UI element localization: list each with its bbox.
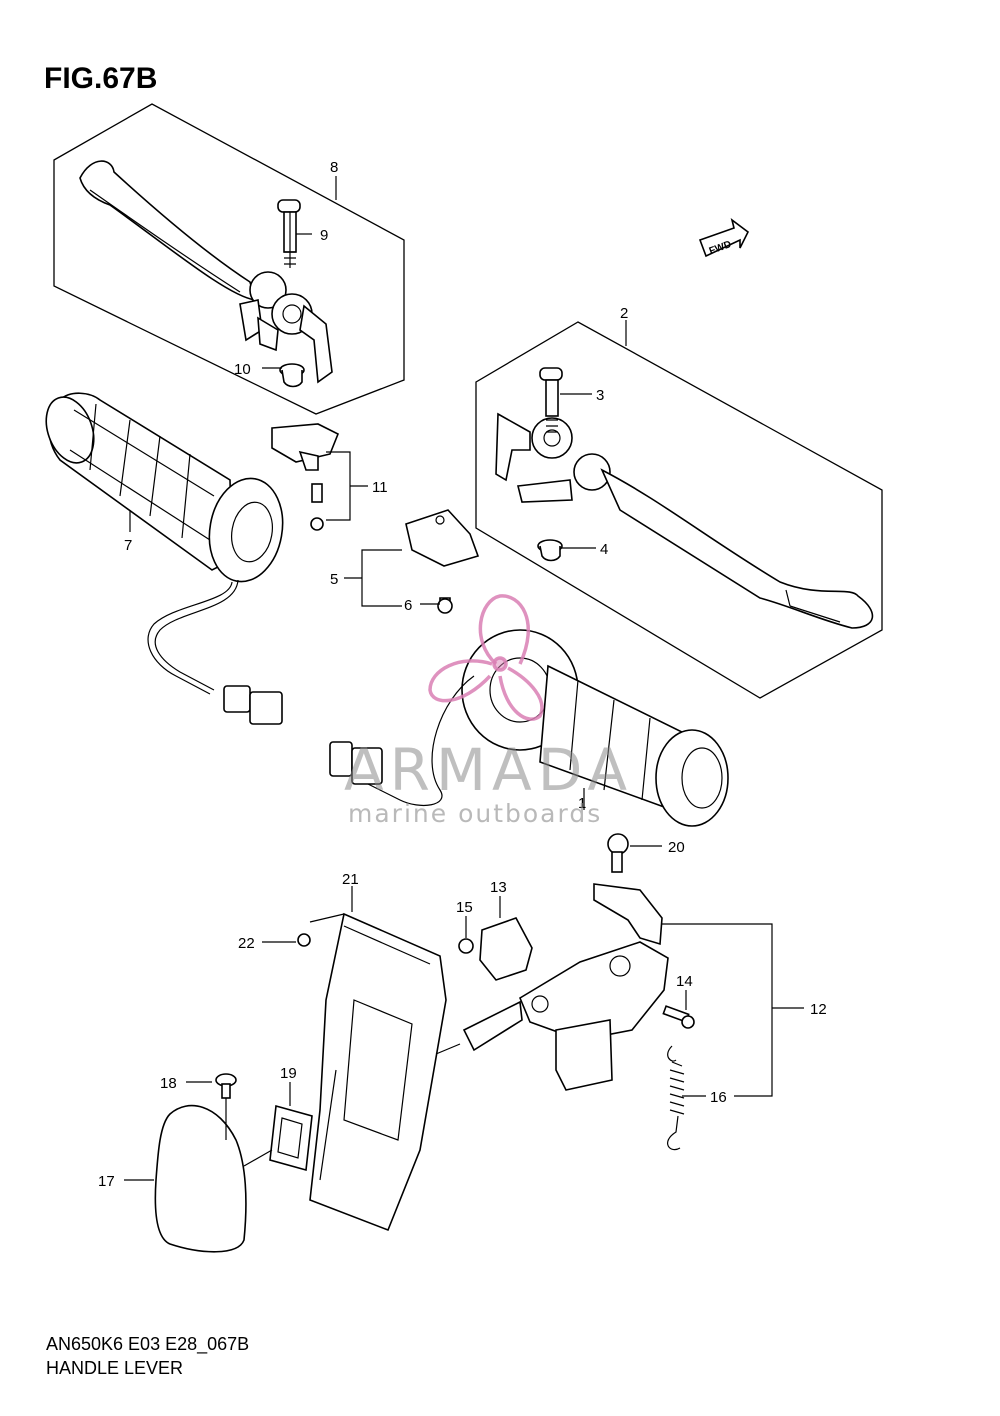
fwd-arrow-icon: FWD [698, 218, 750, 257]
callout-13: 13 [490, 879, 507, 896]
callout-6: 6 [404, 597, 412, 614]
grommet-19 [269, 1104, 313, 1172]
callout-8: 8 [330, 159, 338, 176]
callout-22: 22 [238, 935, 255, 952]
callout-1: 1 [578, 795, 586, 812]
switch-13 [479, 917, 533, 981]
panel-17 [154, 1104, 247, 1253]
callout-12: 12 [810, 1001, 827, 1018]
bushing-10 [279, 363, 305, 388]
watermark-subtitle: marine outboards [348, 799, 602, 828]
cover-21 [309, 912, 447, 1232]
switch-5 [405, 509, 480, 614]
callout-5: 5 [330, 571, 338, 588]
callout-2: 2 [620, 305, 628, 322]
callout-14: 14 [676, 973, 693, 990]
callout-19: 19 [280, 1065, 297, 1082]
switch-11 [271, 423, 340, 531]
brake-lever-8 [79, 160, 333, 384]
figure-caption: HANDLE LEVER [46, 1358, 184, 1378]
lever-box-2 [475, 321, 883, 699]
callout-21: 21 [342, 871, 359, 888]
leader-lines [124, 176, 804, 1181]
lever-box-8 [53, 103, 405, 415]
drawing-code: AN650K6 E03 E28_067B [46, 1334, 250, 1354]
spring-16 [667, 1045, 685, 1151]
nut-15 [458, 938, 474, 954]
callout-3: 3 [596, 387, 604, 404]
bushing-4 [537, 539, 563, 562]
grip-7 [45, 392, 284, 725]
callout-18: 18 [160, 1075, 177, 1092]
screw-9 [277, 199, 301, 268]
watermark-logo-icon [428, 594, 544, 721]
screw-3 [539, 367, 563, 433]
callout-20: 20 [668, 839, 685, 856]
callout-7: 7 [124, 537, 132, 554]
screw-18 [215, 1073, 237, 1099]
figure-title: FIG.67B [44, 62, 158, 95]
grip-1 [329, 629, 729, 827]
callout-4: 4 [600, 541, 608, 558]
callout-9: 9 [320, 227, 328, 244]
bolt-14 [662, 1005, 695, 1029]
watermark-title: ARMADA [344, 736, 633, 804]
bracket-assembly-12 [462, 883, 669, 1091]
callout-10: 10 [234, 361, 251, 378]
callout-16: 16 [710, 1089, 727, 1106]
callout-15: 15 [456, 899, 473, 916]
screw-22 [297, 933, 311, 947]
callout-17: 17 [98, 1173, 115, 1190]
callout-11: 11 [372, 479, 388, 496]
screw-20 [607, 833, 629, 873]
clutch-lever-2 [495, 412, 874, 629]
